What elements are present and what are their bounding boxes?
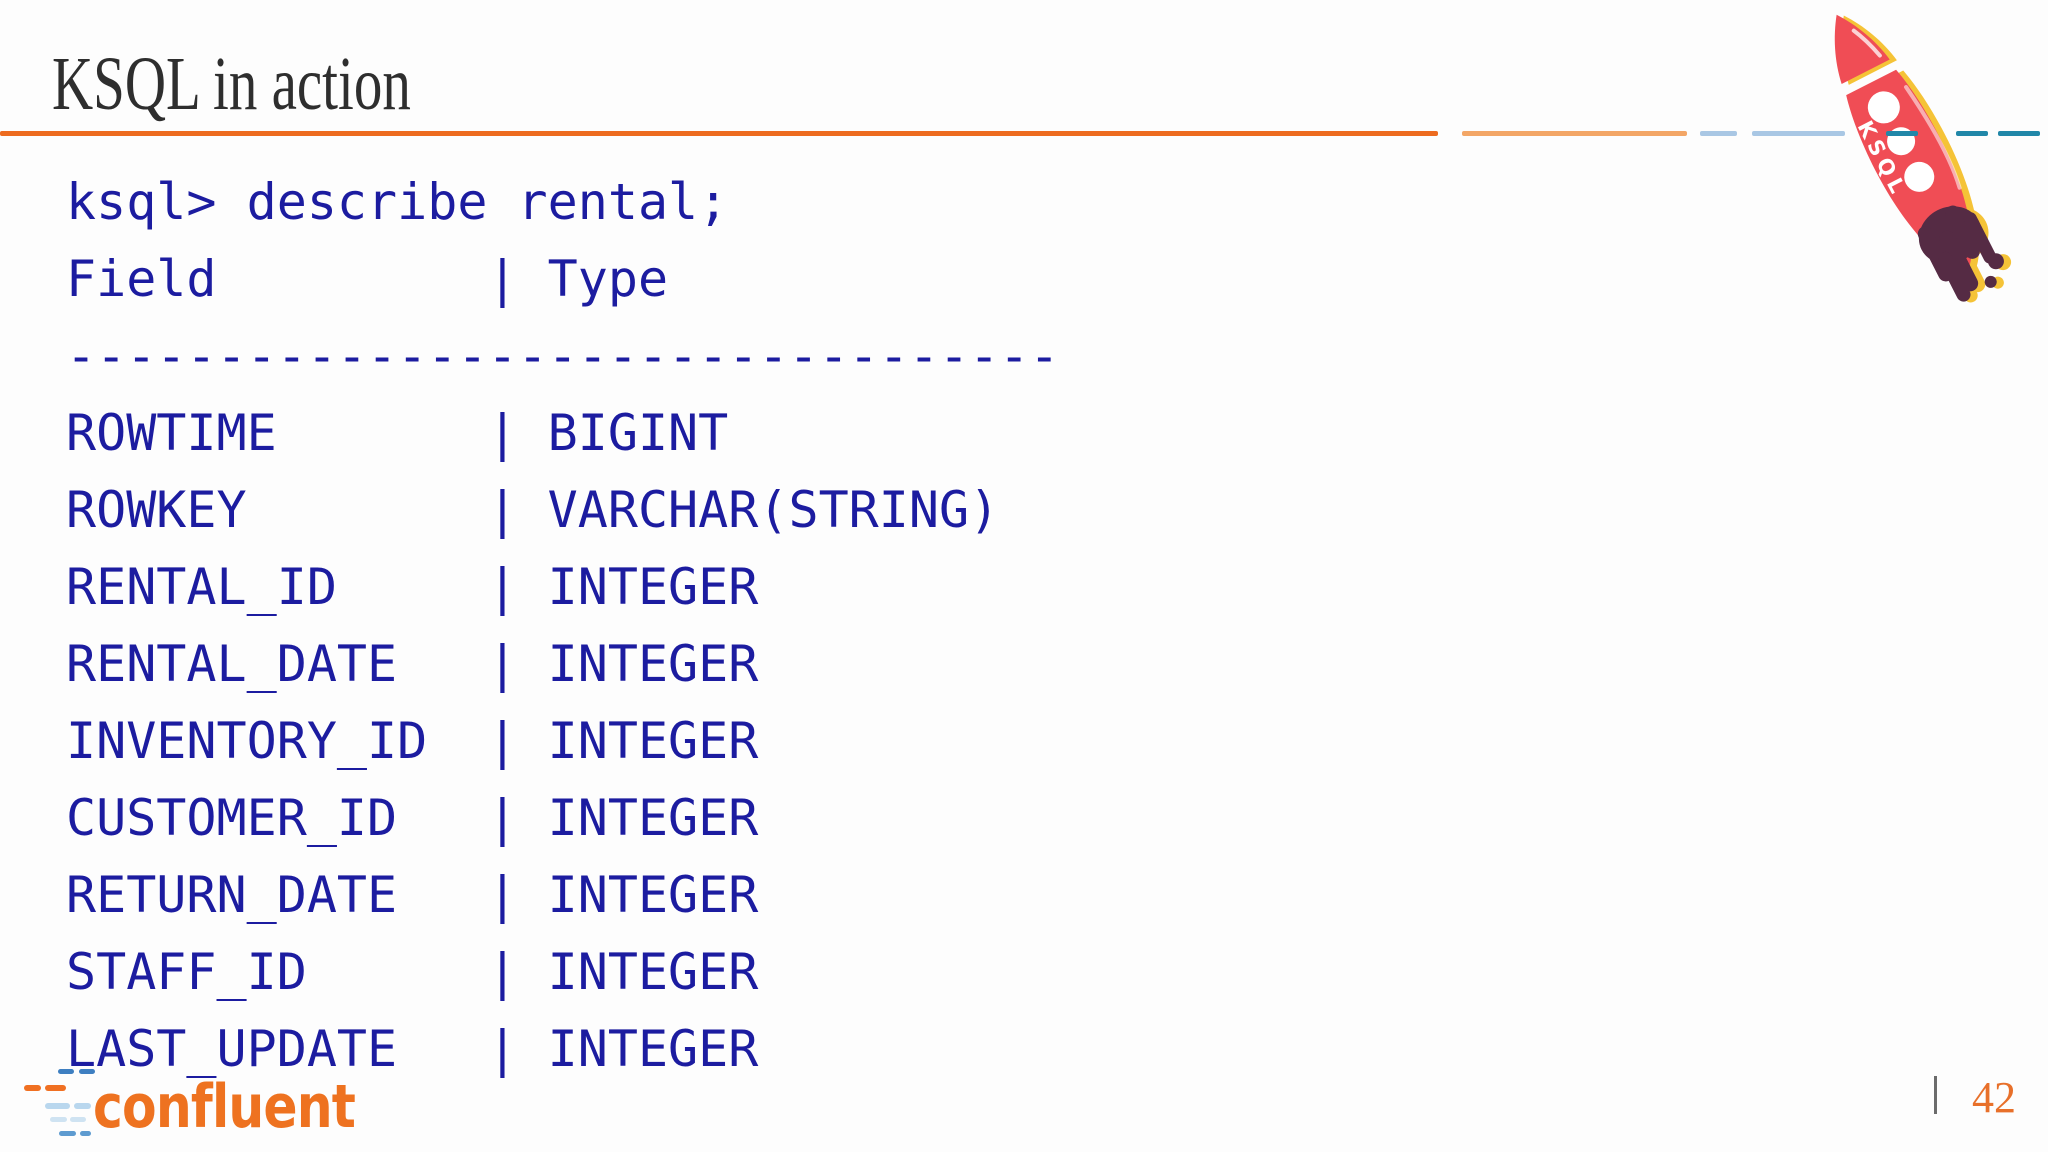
rocket-porthole [1904, 161, 1935, 192]
confluent-logo-dash [80, 1131, 91, 1136]
confluent-logo-dash [74, 1103, 91, 1109]
header-rule-segment [1462, 131, 1687, 136]
confluent-logo-dash [24, 1085, 41, 1091]
header-rule-segment [1886, 131, 1918, 136]
confluent-logo-dash [70, 1117, 86, 1122]
header-rule-segment [1998, 131, 2040, 136]
header-rule-segment [1752, 131, 1845, 136]
rocket-nose [1834, 14, 1890, 84]
confluent-logo-dash [45, 1085, 66, 1091]
confluent-logo-dash [79, 1069, 95, 1074]
rocket-porthole [1867, 91, 1900, 124]
footer-divider [1934, 1076, 1937, 1114]
header-rule-segment [1956, 131, 1988, 136]
confluent-logo-dash [58, 1069, 74, 1074]
confluent-logo-dash [59, 1131, 76, 1136]
rocket-flame [1917, 205, 2004, 302]
confluent-logo-dash [50, 1117, 67, 1122]
header-rule-segment [0, 131, 1438, 136]
ksql-rocket-logo: KSQL [1834, 14, 2012, 303]
page-number: 42 [1972, 1073, 2016, 1122]
confluent-wordmark: confluent [93, 1072, 356, 1142]
confluent-logo-dash [45, 1103, 70, 1109]
header-rule-segment [1700, 131, 1737, 136]
terminal-output: ksql> describe rental; Field | Type ----… [66, 173, 1060, 1078]
page-title: KSQL in action [52, 42, 411, 126]
